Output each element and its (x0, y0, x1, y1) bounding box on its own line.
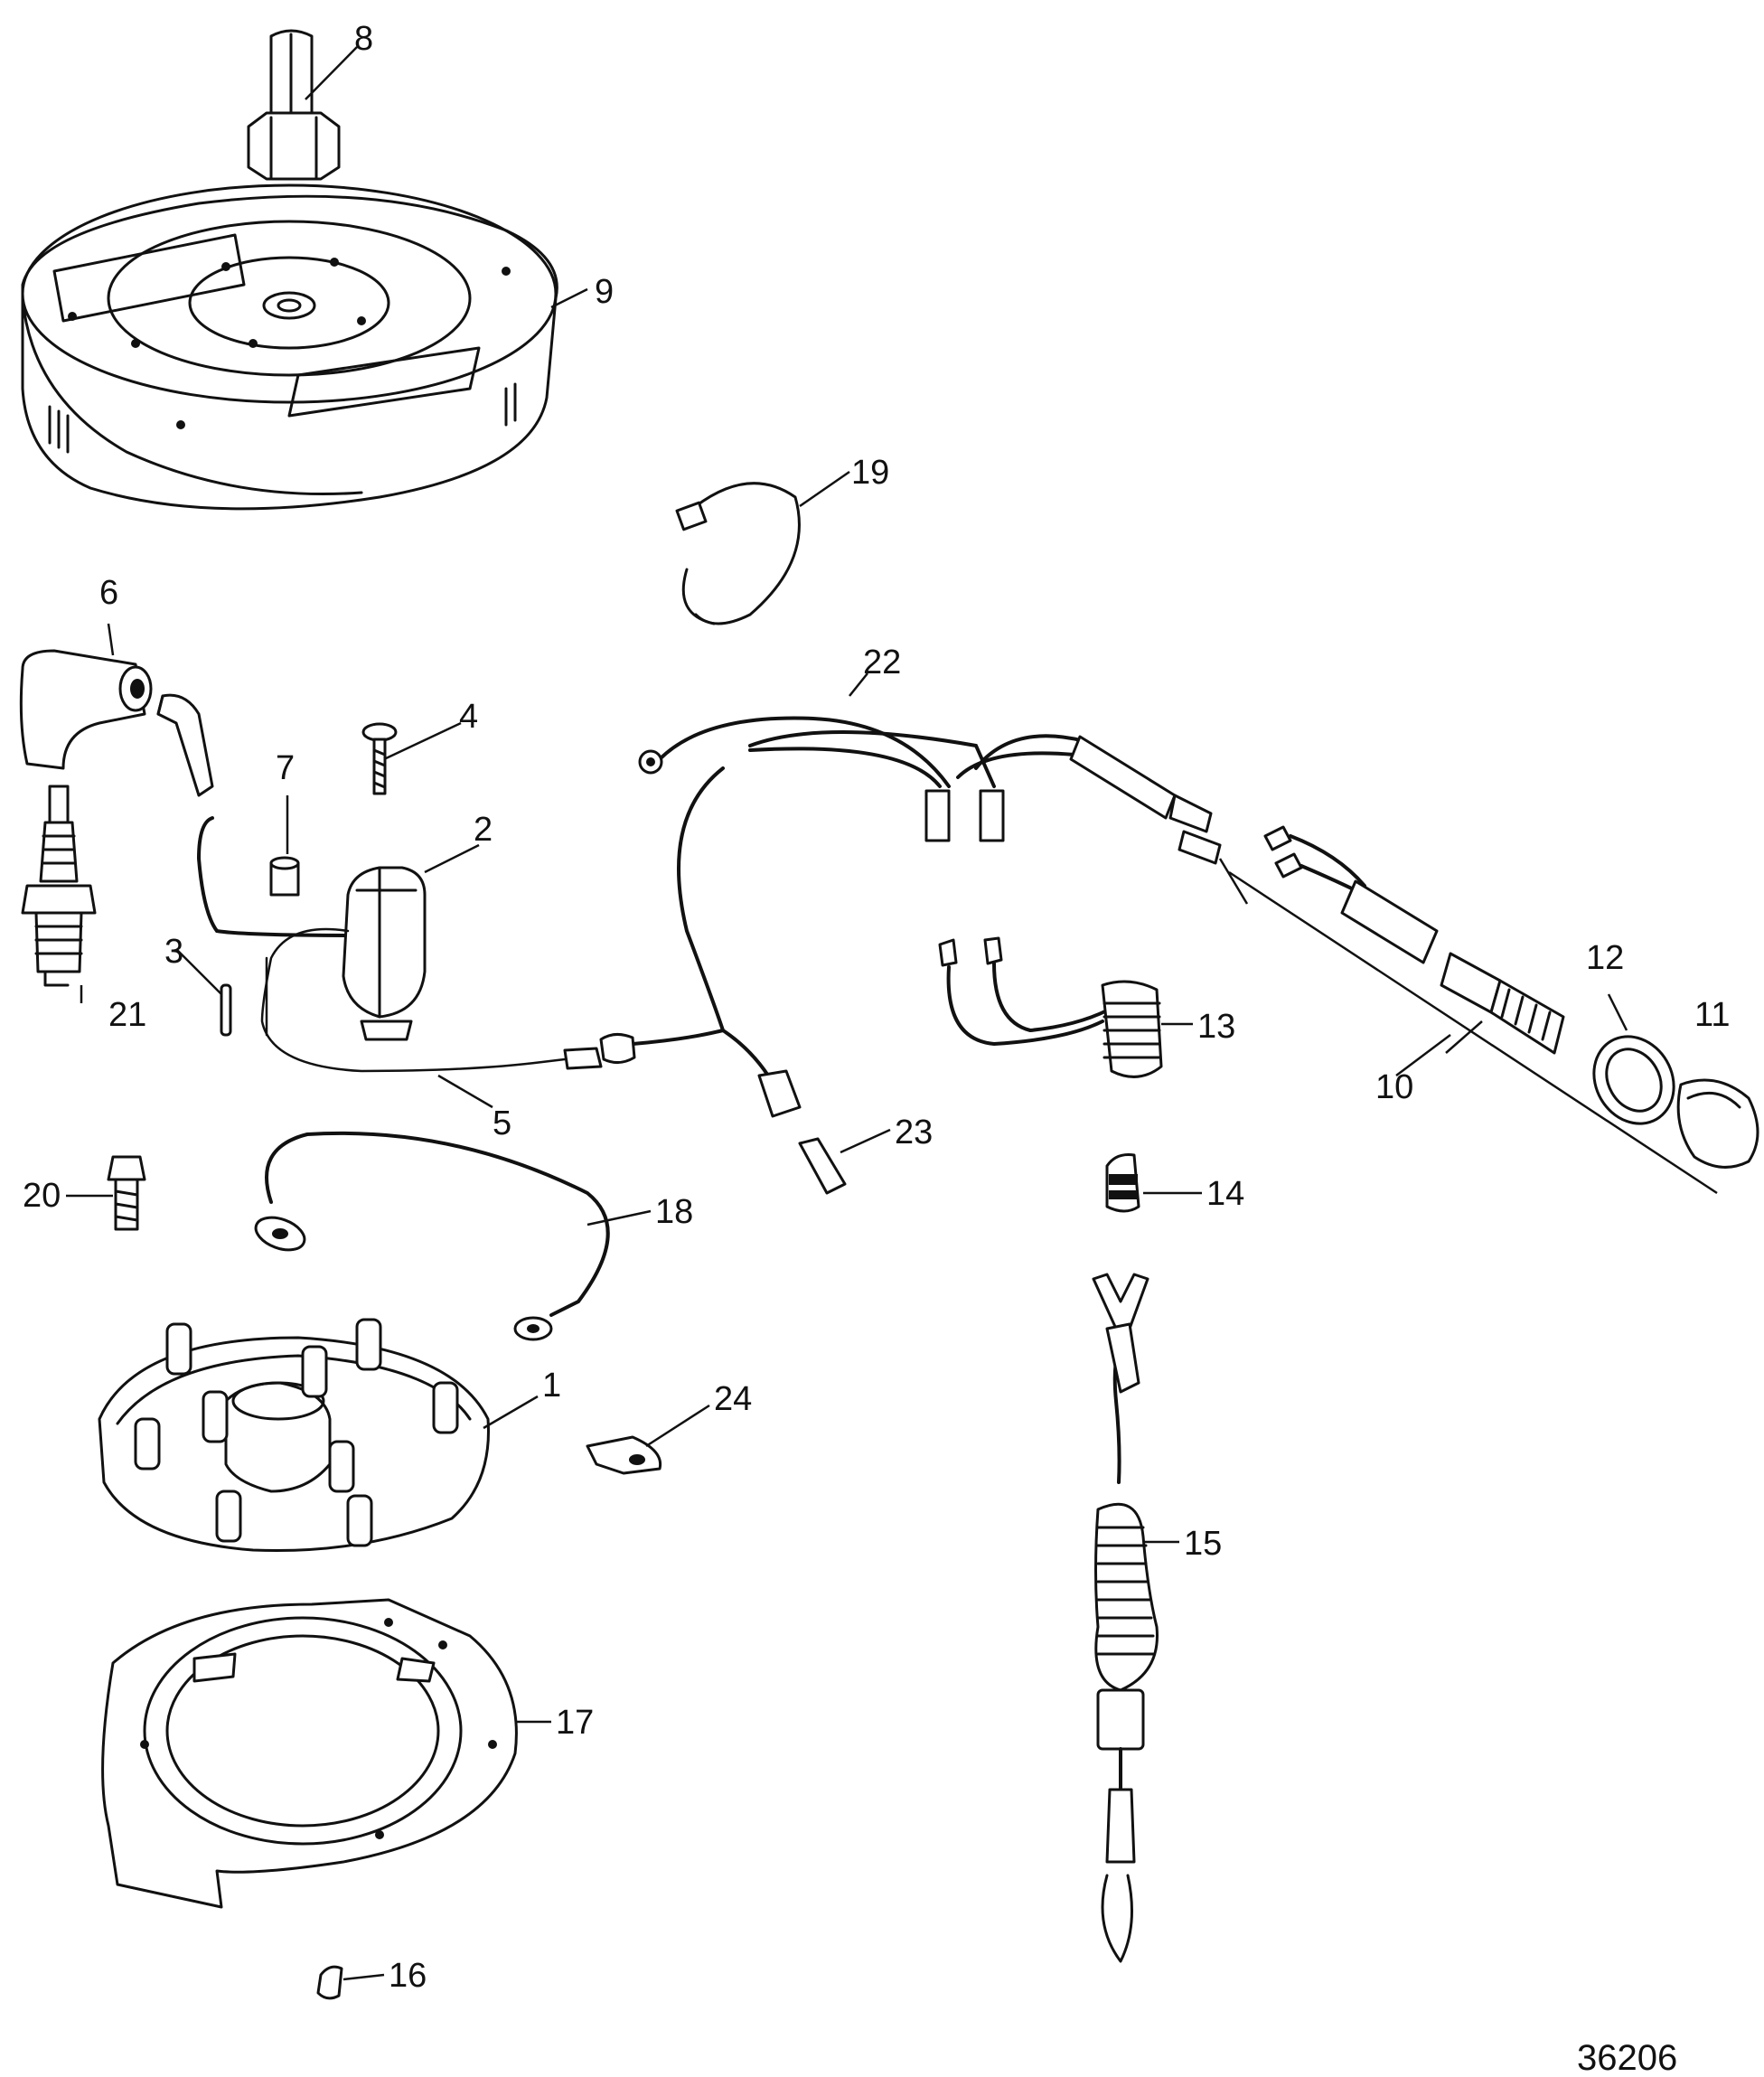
base-plate-part-17 (101, 1598, 518, 1909)
ignition-coil-part-2 (196, 816, 427, 1041)
bolt-part-20 (107, 1155, 146, 1231)
callout-7: 7 (276, 749, 295, 787)
bolt-part-8 (247, 29, 341, 181)
callout-1: 1 (542, 1367, 561, 1405)
clip-part-19 (675, 482, 801, 625)
callout-4: 4 (459, 698, 478, 736)
callout-21: 21 (108, 996, 146, 1034)
figure-id: 36206 (1577, 2038, 1677, 2077)
callout-17: 17 (556, 1704, 594, 1742)
leader-lines (66, 46, 1628, 1981)
pin-part-3 (220, 983, 232, 1037)
spring-nut-part-14 (1105, 1153, 1140, 1213)
callout-20: 20 (23, 1177, 61, 1215)
stator-plate-part-1 (98, 1318, 490, 1553)
callout-2: 2 (474, 811, 493, 849)
callout-11: 11 (1694, 996, 1730, 1034)
callout-6: 6 (99, 574, 118, 612)
kill-switch-part-13 (938, 936, 1163, 1078)
callout-10: 10 (1375, 1068, 1413, 1106)
flywheel-part-9 (21, 183, 558, 511)
callout-8: 8 (354, 20, 373, 58)
stop-switch-assembly-part-10 (1218, 825, 1759, 1195)
terminal-part-23 (798, 1137, 847, 1195)
callout-15: 15 (1184, 1525, 1222, 1563)
spark-plug-boot-part-6 (19, 649, 214, 797)
callout-22: 22 (863, 644, 901, 681)
screw-part-4 (361, 722, 398, 795)
wire-part-5 (260, 927, 603, 1073)
callout-18: 18 (655, 1193, 693, 1231)
harness-part-22 (599, 716, 1222, 1118)
callout-5: 5 (493, 1104, 511, 1142)
sleeve-part-7 (269, 856, 300, 897)
callout-19: 19 (851, 454, 889, 492)
callout-12: 12 (1586, 939, 1624, 977)
callout-13: 13 (1197, 1008, 1235, 1046)
callout-9: 9 (595, 273, 614, 311)
callout-23: 23 (895, 1114, 933, 1151)
clamp-part-24 (586, 1435, 662, 1475)
lanyard-part-15 (1092, 1273, 1159, 1963)
callout-3: 3 (164, 933, 183, 971)
callout-16: 16 (389, 1957, 427, 1995)
spark-plug-part-21 (21, 785, 97, 987)
ground-wire-part-18 (254, 1131, 610, 1341)
callout-14: 14 (1206, 1175, 1244, 1213)
key-part-16 (316, 1965, 343, 2000)
callout-numbers: 8 9 19 6 22 4 7 2 3 21 5 13 12 11 10 23 … (23, 20, 1730, 1995)
callout-24: 24 (714, 1380, 752, 1418)
